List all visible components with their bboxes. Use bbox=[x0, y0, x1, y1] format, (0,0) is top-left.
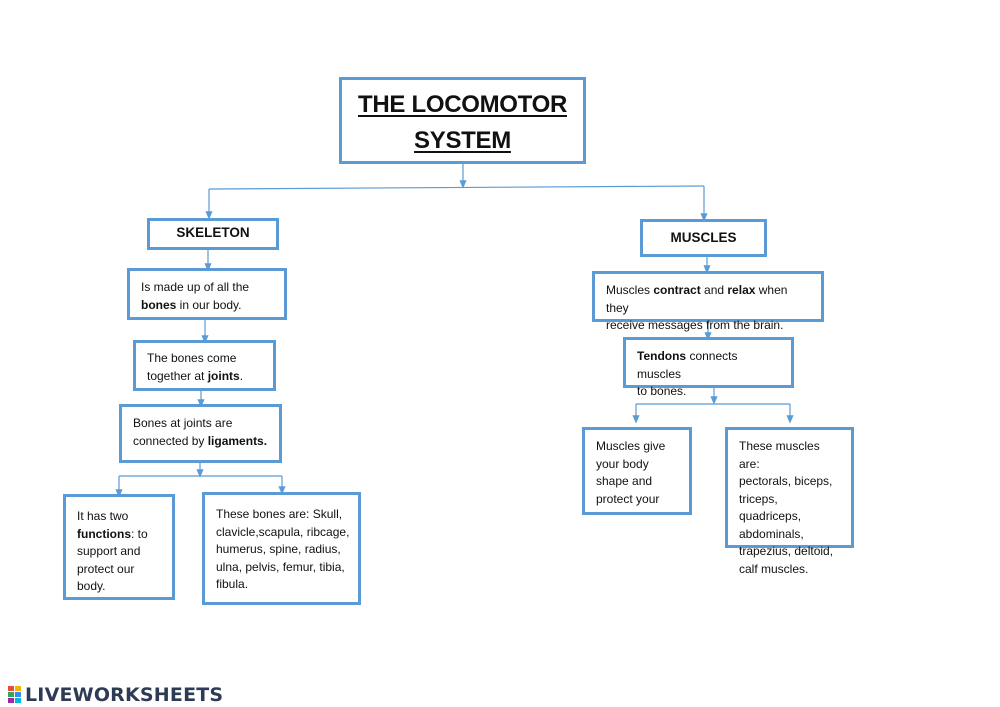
title-line-2: SYSTEM bbox=[414, 127, 511, 154]
skeleton-node3-bold: ligaments. bbox=[207, 433, 268, 448]
muscles-leaf-list: These muscles are: pectorals, biceps, tr… bbox=[725, 427, 854, 576]
muscles-leaf-right-line1: These muscles are: bbox=[739, 439, 820, 471]
muscles-leaf-left-line4: protect your bbox=[596, 491, 660, 506]
liveworksheets-logo-text: LIVEWORKSHEETS bbox=[25, 684, 224, 706]
muscles-leaf-right-line5: trapezius, deltoid, bbox=[739, 544, 834, 558]
liveworksheets-logo-icon bbox=[8, 686, 21, 703]
muscles-leaf-right-line3: triceps, quadriceps, bbox=[739, 491, 802, 524]
skeleton-node3-line1: Bones at joints are bbox=[133, 416, 233, 430]
skeleton-heading-box: SKELETON bbox=[147, 218, 279, 250]
skeleton-node-ligaments: Bones at joints are connected by ligamen… bbox=[119, 404, 282, 463]
muscles-leaf-left-line1: Muscles give bbox=[596, 439, 666, 453]
skeleton-node2-line1: The bones come bbox=[147, 351, 237, 365]
muscles-heading: MUSCLES bbox=[670, 230, 737, 245]
skeleton-leaf-right-line2: clavicle,scapula, ribcage, bbox=[216, 524, 350, 539]
muscles-node-tendons: Tendons connects muscles to bones. bbox=[623, 337, 794, 398]
skeleton-leaf-left-line3: support and bbox=[77, 544, 141, 558]
skeleton-leaf-functions: It has two functions: to support and pro… bbox=[63, 494, 175, 600]
skeleton-node1-bold: bones bbox=[141, 297, 177, 312]
skeleton-node1-line1: Is made up of all the bbox=[141, 280, 250, 294]
muscles-leaf-shape: Muscles give your body shape and protect… bbox=[582, 427, 692, 515]
muscles-node2-line2: to bones. bbox=[637, 384, 687, 398]
skeleton-leaf-right-line1: These bones are: Skull, bbox=[216, 507, 343, 521]
skeleton-node2-end: . bbox=[239, 368, 244, 383]
skeleton-leaf-left-line5: body. bbox=[77, 579, 106, 593]
skeleton-leaf-right-line4: ulna, pelvis, femur, tibia, bbox=[216, 559, 345, 574]
muscles-node1-e: when they bbox=[606, 283, 788, 315]
muscles-leaf-right-line6: calf muscles. bbox=[739, 561, 809, 576]
skeleton-leaf-left-line1: It has two bbox=[77, 509, 129, 523]
skeleton-leaf-right-line3: humerus, spine, radius, bbox=[216, 542, 341, 556]
skeleton-leaf-left-line2-tail: : to bbox=[131, 526, 148, 541]
muscles-node1-c: and bbox=[700, 283, 728, 297]
skeleton-node3-line2: connected by bbox=[133, 433, 208, 448]
muscles-node2-bold: Tendons bbox=[637, 349, 687, 363]
muscles-node1-a: Muscles bbox=[606, 283, 654, 297]
connector-top-horizontal bbox=[208, 185, 705, 190]
skeleton-leaf-right-line5: fibula. bbox=[216, 577, 249, 591]
muscles-node2-line1-tail: connects muscles bbox=[637, 349, 738, 381]
skeleton-leaf-left-bold: functions bbox=[77, 526, 131, 541]
skeleton-node-bones: Is made up of all the bones in our body. bbox=[127, 268, 287, 320]
skeleton-node1-tail: in our body. bbox=[176, 297, 242, 312]
skeleton-node2-line2: together at bbox=[147, 368, 208, 383]
muscles-heading-box: MUSCLES bbox=[640, 219, 767, 257]
liveworksheets-logo: LIVEWORKSHEETS bbox=[8, 684, 223, 706]
muscles-node1-contract: contract bbox=[653, 283, 701, 297]
muscles-leaf-right-line2: pectorals, biceps, bbox=[739, 474, 833, 488]
muscles-node1-relax: relax bbox=[727, 283, 756, 297]
skeleton-leaf-left-line4: protect our bbox=[77, 561, 135, 576]
title-box: THE LOCOMOTOR SYSTEM bbox=[339, 77, 586, 164]
skeleton-node2-bold: joints bbox=[207, 368, 240, 383]
muscles-leaf-right-line4: abdominals, bbox=[739, 526, 804, 541]
muscles-leaf-left-line3: shape and bbox=[596, 474, 653, 488]
muscles-leaf-left-line2: your body bbox=[596, 456, 649, 471]
muscles-node1-line2: receive messages from the brain. bbox=[606, 318, 784, 332]
title-line-1: THE LOCOMOTOR bbox=[358, 91, 567, 118]
skeleton-node-joints: The bones come together at joints. bbox=[133, 340, 276, 391]
muscles-node-contract: Muscles contract and relax when they rec… bbox=[592, 271, 824, 332]
skeleton-leaf-bones-list: These bones are: Skull, clavicle,scapula… bbox=[202, 492, 361, 605]
skeleton-heading: SKELETON bbox=[176, 225, 250, 240]
